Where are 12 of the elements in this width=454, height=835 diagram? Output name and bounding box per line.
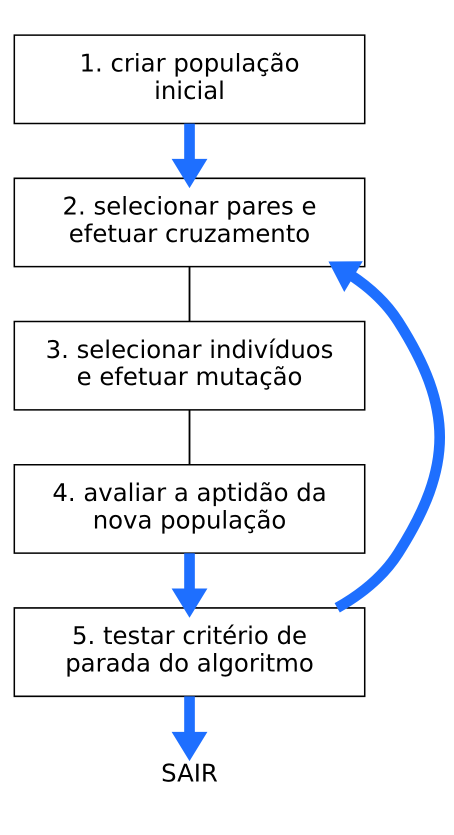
node-box: 1. criar população inicial xyxy=(14,34,366,124)
node-box: 4. avaliar a aptidão da nova população xyxy=(14,464,366,554)
node-text: SAIR xyxy=(161,758,218,788)
arrow xyxy=(328,261,445,612)
arrow xyxy=(172,124,208,188)
connector xyxy=(188,266,190,322)
connector xyxy=(188,410,190,464)
node-box: 2. selecionar pares e efetuar cruzamento xyxy=(14,178,366,268)
node-box: 3. selecionar indivíduos e efetuar mutação xyxy=(14,320,366,411)
arrow xyxy=(172,553,208,618)
node-box: 5. testar critério de parada do algoritmo xyxy=(14,607,366,698)
arrow xyxy=(172,696,208,762)
